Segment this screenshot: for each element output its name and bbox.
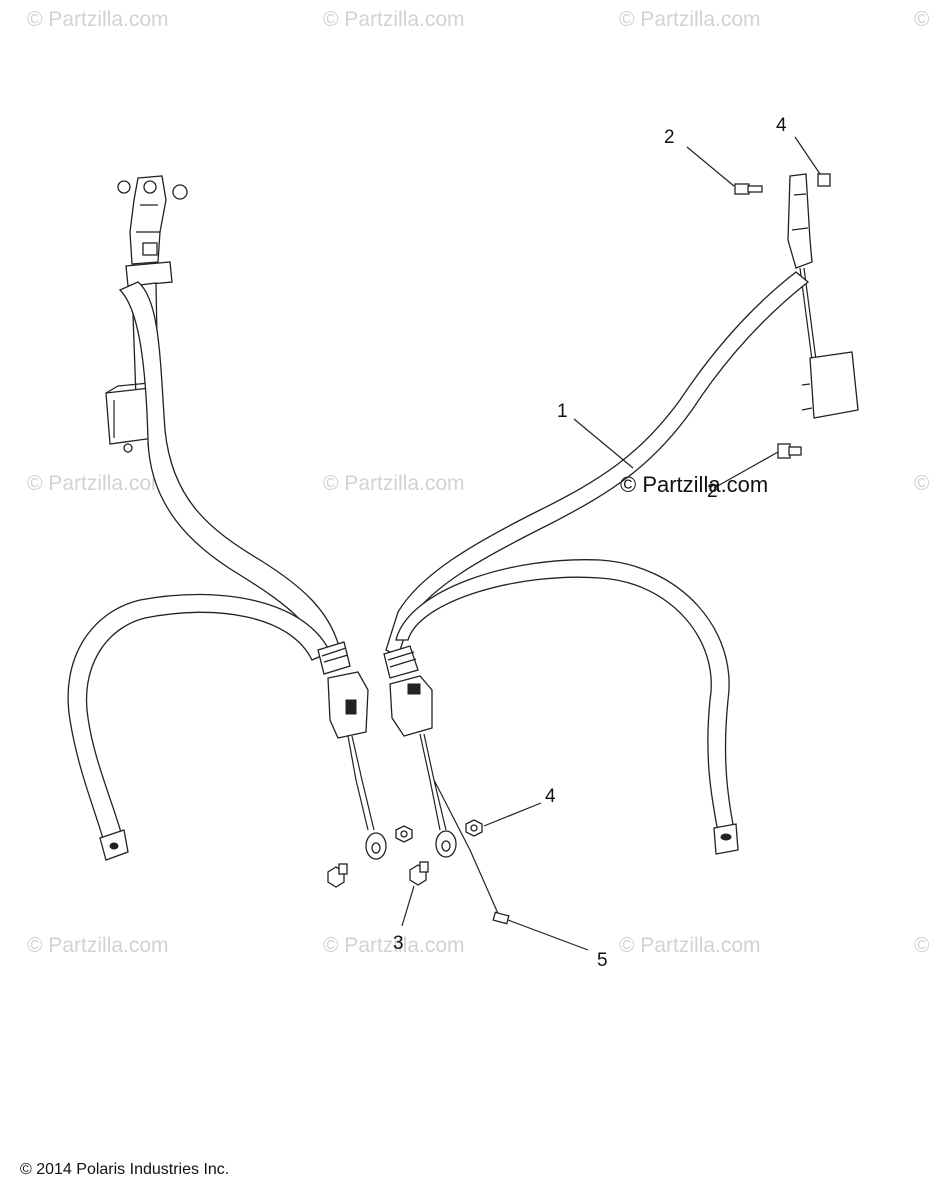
seat-belt-assembly-left xyxy=(67,175,387,861)
watermark: © Partzilla.com xyxy=(27,472,169,495)
clip-icon xyxy=(492,911,510,925)
partzilla-watermark: © Partzilla.com xyxy=(620,472,769,497)
left-anchor-hole xyxy=(143,180,157,194)
watermark: © Partzilla.com xyxy=(619,8,761,31)
watermark: © Partzilla.com xyxy=(323,934,465,957)
right-buckle xyxy=(389,675,433,737)
callout-3: 3 xyxy=(393,933,404,954)
leader-line xyxy=(483,802,542,827)
bolt-icon xyxy=(409,861,429,886)
bolt-icon xyxy=(117,180,131,194)
left-belt-guide xyxy=(125,261,173,287)
watermark: © Partzilla.com xyxy=(27,8,169,31)
right-lap-strap xyxy=(395,559,735,833)
seat-belt-assembly-right xyxy=(383,173,859,919)
callout-1: 1 xyxy=(557,401,568,422)
right-retractor xyxy=(809,351,859,419)
bolt-icon xyxy=(123,443,133,453)
bolt-icon xyxy=(734,183,763,195)
bolt-icon xyxy=(172,184,188,200)
copyright-notice: © 2014 Polaris Industries Inc. xyxy=(20,1161,230,1178)
left-upper-anchor xyxy=(129,175,167,265)
leader-line xyxy=(401,885,415,927)
leader-line xyxy=(794,136,821,175)
watermark: © xyxy=(914,8,930,31)
watermark: © Partzilla.com xyxy=(323,8,465,31)
nut-icon xyxy=(465,819,483,837)
callout-2: 2 xyxy=(707,481,718,502)
callout-5: 5 xyxy=(597,950,608,971)
leader-line xyxy=(507,919,589,951)
nut-icon xyxy=(817,173,831,187)
left-lap-strap xyxy=(67,593,331,843)
bolt-icon xyxy=(327,863,348,888)
leader-line xyxy=(713,451,779,489)
watermark: © xyxy=(914,472,930,495)
callout-2: 2 xyxy=(664,127,675,148)
left-anchor-tab xyxy=(142,242,158,256)
watermark: © xyxy=(914,934,930,957)
callout-4: 4 xyxy=(776,115,787,136)
watermark: © Partzilla.com xyxy=(27,934,169,957)
left-latch-plate xyxy=(317,641,351,675)
bolt-icon xyxy=(777,443,802,459)
right-upper-anchor xyxy=(787,173,813,269)
leader-line xyxy=(573,418,634,469)
watermark: © Partzilla.com xyxy=(619,934,761,957)
callout-4: 4 xyxy=(545,786,556,807)
nut-icon xyxy=(395,825,413,843)
leader-line xyxy=(686,146,735,187)
watermark: © Partzilla.com xyxy=(323,472,465,495)
